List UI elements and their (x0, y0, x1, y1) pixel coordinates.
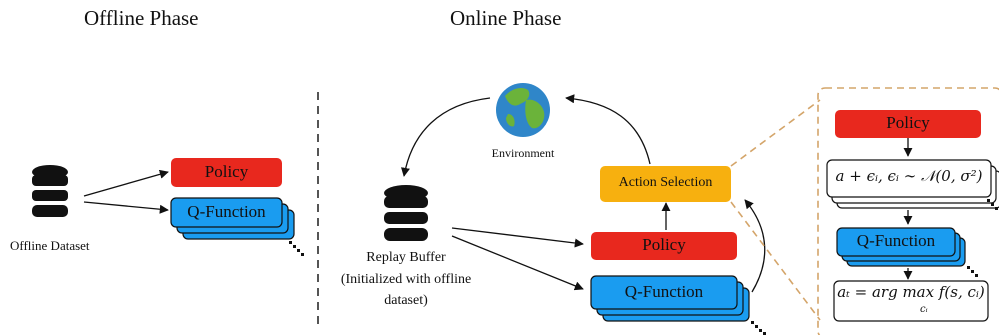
replay-buffer-note-line-1: (Initialized with offline (340, 272, 472, 287)
offline-qfunction-stack (170, 197, 295, 240)
detail-argmax-subscript: cᵢ (920, 304, 928, 315)
online-phase-title: Online Phase (450, 6, 562, 30)
arrow-environment-to-replaybuffer (400, 97, 491, 177)
detail-argmax-formula: aₜ = arg max f(s, cᵢ) (837, 283, 985, 301)
online-qfunction-label: Q-Function (624, 282, 704, 301)
detail-policy-label: Policy (886, 113, 930, 132)
detail-ellipsis-dots-1 (987, 199, 998, 210)
detail-qfunction-label: Q-Function (856, 231, 936, 250)
arrow-replaybuffer-to-policy (451, 227, 584, 248)
globe-icon (496, 83, 550, 137)
offline-dataset-label: Offline Dataset (10, 238, 90, 253)
arrow-dataset-to-qfunction (83, 201, 169, 214)
arrow-actionselection-to-environment (565, 94, 651, 165)
action-selection-label: Action Selection (618, 175, 713, 190)
detail-ellipsis-dots-2 (967, 266, 978, 277)
detail-qfunction-stack (836, 227, 966, 267)
replay-buffer-label: Replay Buffer (366, 250, 446, 265)
offline-qfunction-label: Q-Function (187, 202, 266, 221)
online-qfunction-stack (590, 275, 750, 322)
offline-phase-title: Offline Phase (84, 6, 199, 30)
database-icon (32, 165, 68, 217)
arrow-dataset-to-policy (83, 169, 169, 197)
detail-policy-box (835, 110, 981, 138)
online-policy-box (591, 232, 737, 260)
action-selection-box (600, 166, 731, 202)
environment-label: Environment (491, 146, 555, 160)
detail-argmax-box (833, 280, 989, 322)
online-policy-label: Policy (642, 235, 686, 254)
online-ellipsis-dots (751, 321, 766, 335)
callout-line-bottom (730, 201, 821, 321)
replay-buffer-database-icon (384, 185, 428, 241)
arrow-replaybuffer-to-qfunction (451, 235, 584, 291)
callout-line-top (730, 99, 821, 167)
callout-frame (817, 87, 999, 335)
offline-ellipsis-dots (289, 241, 304, 256)
offline-policy-box (171, 158, 282, 187)
detail-noise-formula: a + ϵᵢ, ϵᵢ ∼ 𝒩(0, σ²) (835, 167, 983, 185)
detail-noise-stack (826, 159, 999, 209)
offline-policy-label: Policy (204, 162, 249, 181)
replay-buffer-note-line-2: dataset) (384, 293, 428, 308)
arrow-qfunction-to-actionselection (744, 199, 766, 293)
